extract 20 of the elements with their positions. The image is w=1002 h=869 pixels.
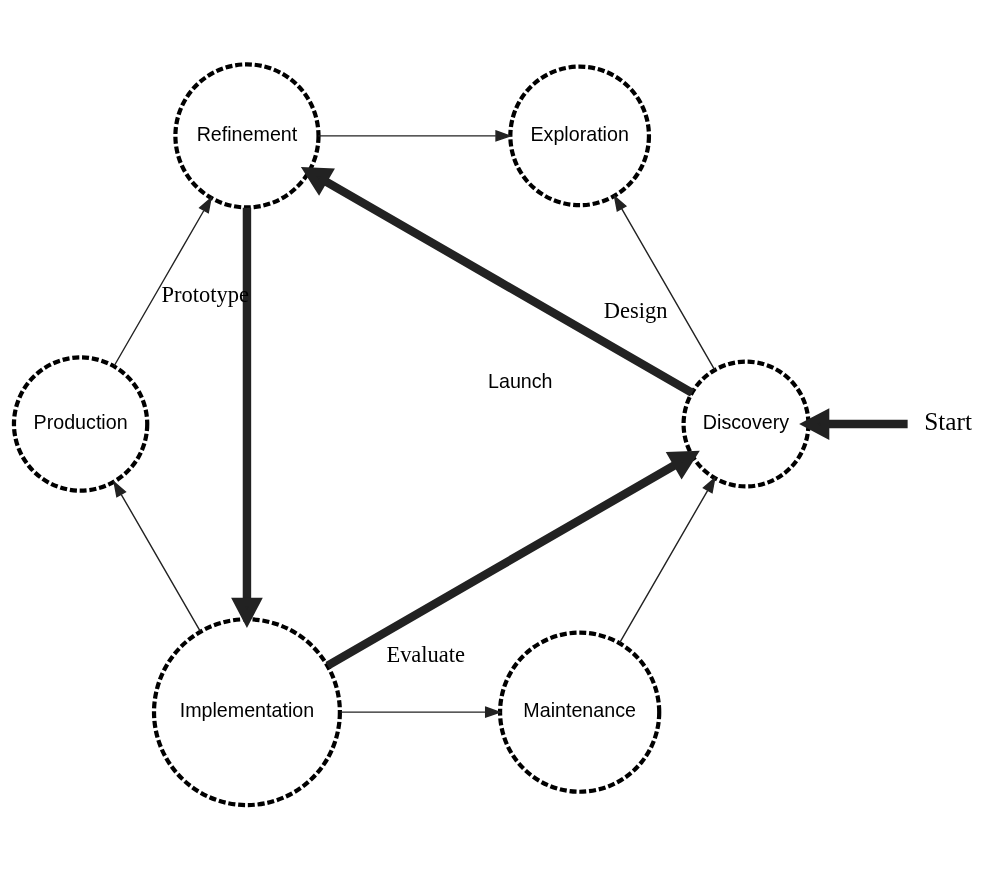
node-circle: Implementation <box>151 616 342 807</box>
arrow <box>300 166 695 397</box>
arrow <box>231 207 263 628</box>
node-circle: Refinement <box>173 61 321 210</box>
edge-label: Evaluate <box>386 641 466 667</box>
arrow <box>339 705 502 718</box>
edge-label: Design <box>603 297 668 323</box>
arrow <box>799 407 908 440</box>
arrow <box>113 195 213 366</box>
node-circle: Discovery <box>681 359 811 489</box>
node-text: Start <box>924 406 972 435</box>
node-circle: Exploration <box>508 64 652 207</box>
arrow <box>113 479 201 632</box>
arrow <box>613 194 716 371</box>
label: Launch <box>488 369 553 392</box>
arrow <box>618 475 716 644</box>
node-circle: Maintenance <box>497 630 662 794</box>
arrow <box>317 129 513 142</box>
arrow <box>325 450 700 669</box>
node-circle: Production <box>11 354 150 493</box>
